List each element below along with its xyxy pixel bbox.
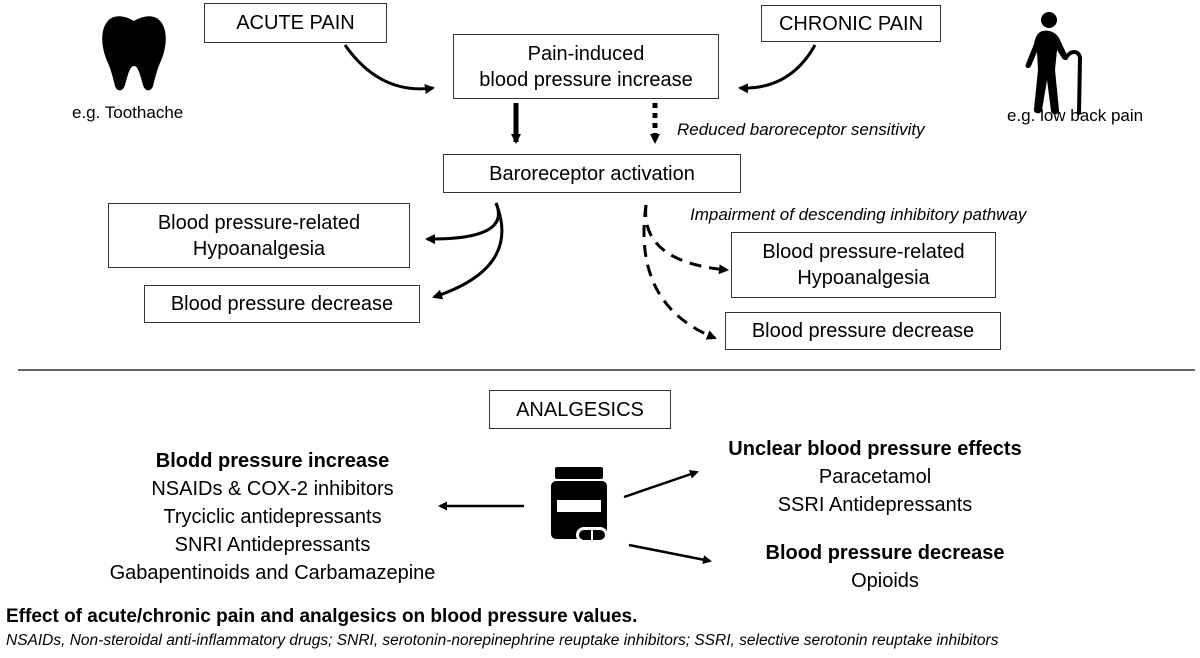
caption-title: Effect of acute/chronic pain and analges… [6, 606, 638, 627]
right-decrease-box: Blood pressure decrease [725, 312, 1001, 350]
right-hypo-line1: Blood pressure-related [762, 241, 965, 263]
arrow-to-unclear-list [623, 470, 699, 499]
arrow-acute-to-bp-increase [343, 44, 435, 95]
arrow-to-decrease-list [628, 543, 712, 565]
left-hypoanalgesia-box: Blood pressure-related Hypoanalgesia [108, 203, 410, 268]
chronic-pain-box: CHRONIC PAIN [761, 5, 941, 42]
list-item: SNRI Antidepressants [174, 534, 371, 556]
medicine-bottle-icon [551, 467, 608, 543]
decrease-list: Blood pressure decrease Opioids [715, 540, 1055, 594]
baroreceptor-label: Baroreceptor activation [489, 162, 695, 185]
reduced-sensitivity-label: Reduced baroreceptor sensitivity [677, 120, 925, 139]
baroreceptor-box: Baroreceptor activation [443, 154, 741, 193]
tooth-icon [102, 16, 166, 91]
left-hypo-line1: Blood pressure-related [157, 211, 361, 234]
list-item: Gabapentinoids and Carbamazepine [109, 562, 436, 584]
list-item: NSAIDs & COX-2 inhibitors [151, 478, 394, 500]
left-decrease-box: Blood pressure decrease [144, 285, 420, 323]
unclear-heading: Unclear blood pressure effects [728, 438, 1022, 460]
bp-increase-list: Blodd pressure increase NSAIDs & COX-2 i… [80, 448, 465, 586]
acute-pain-label: ACUTE PAIN [236, 12, 355, 34]
caption-abbreviations: NSAIDs, Non-steroidal anti-inflammatory … [6, 632, 999, 649]
list-item: Opioids [851, 570, 919, 592]
arrow-to-left-decrease [432, 202, 504, 300]
right-hypoanalgesia-box: Blood pressure-related Hypoanalgesia [731, 232, 996, 298]
list-item: Tryciclic antidepressants [163, 506, 382, 528]
bp-increase-heading: Blodd pressure increase [155, 450, 390, 472]
bp-increase-box: Pain-induced blood pressure increase [453, 34, 719, 99]
chronic-example: e.g. low back pain [1007, 106, 1144, 125]
impairment-label: Impairment of descending inhibitory path… [690, 205, 1027, 224]
list-item: Paracetamol [818, 466, 932, 488]
right-decrease-label: Blood pressure decrease [751, 320, 975, 342]
bp-increase-line1: Pain-induced [527, 42, 645, 65]
left-decrease-label: Blood pressure decrease [170, 293, 394, 315]
arrow-chronic-to-bp-increase [738, 44, 817, 94]
arrow-to-left-hypoanalgesia [425, 202, 500, 245]
analgesics-box: ANALGESICS [489, 390, 671, 429]
elderly-person-with-cane-icon [1025, 12, 1083, 115]
analgesics-title: ANALGESICS [516, 398, 644, 421]
left-hypo-line2: Hypoanalgesia [192, 237, 326, 260]
chronic-pain-label: CHRONIC PAIN [778, 12, 924, 35]
unclear-list: Unclear blood pressure effects Paracetam… [710, 436, 1040, 518]
acute-example: e.g. Toothache [72, 103, 184, 122]
arrow-to-right-decrease [642, 204, 717, 340]
list-item: SSRI Antidepressants [777, 494, 973, 516]
bp-increase-line2: blood pressure increase [479, 68, 693, 91]
acute-pain-box: ACUTE PAIN [204, 3, 387, 43]
decrease-heading: Blood pressure decrease [765, 542, 1005, 564]
right-hypo-line2: Hypoanalgesia [797, 267, 930, 289]
